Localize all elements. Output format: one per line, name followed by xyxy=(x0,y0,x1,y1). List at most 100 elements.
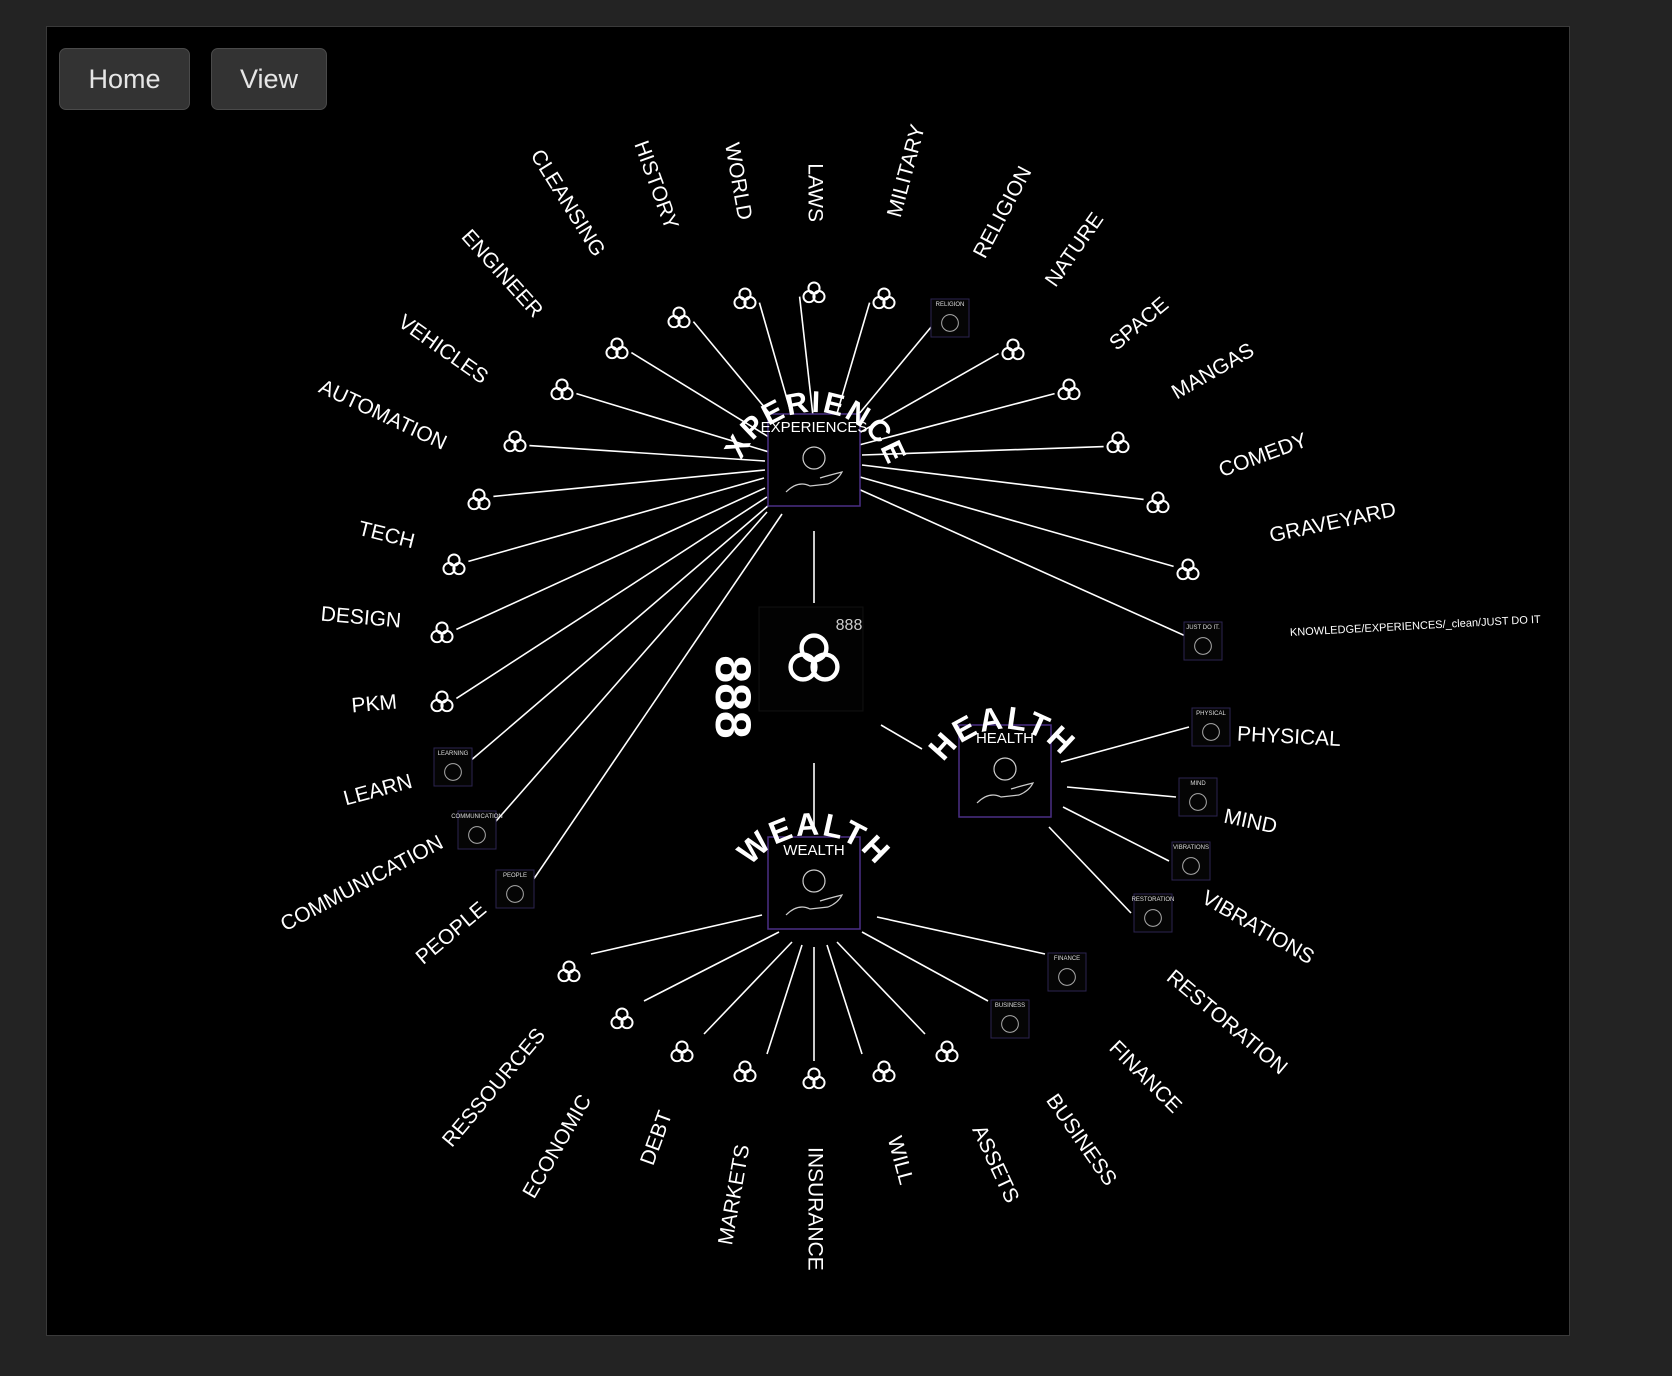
edge-experiences-laws xyxy=(798,296,815,426)
svg-text:RESTORATION: RESTORATION xyxy=(1132,897,1175,903)
edge-wealth-finance xyxy=(876,916,1046,955)
edge-experiences-comedy xyxy=(861,464,1144,501)
edge-experiences-people xyxy=(528,513,783,886)
svg-text:FINANCE: FINANCE xyxy=(1054,956,1080,962)
node-nature[interactable]: NATURE xyxy=(1041,208,1108,291)
node-graveyard[interactable]: GRAVEYARD xyxy=(1267,498,1398,547)
node-ressources[interactable]: RESSOURCES xyxy=(438,1024,550,1151)
triquetra-icon xyxy=(872,1060,896,1083)
thumb-business[interactable]: BUSINESS xyxy=(990,999,1030,1039)
edge-experiences-cleansing xyxy=(630,351,778,443)
hub-wealth-card[interactable]: WEALTH xyxy=(767,836,861,930)
view-button[interactable]: View xyxy=(211,48,327,110)
thumb-religion[interactable]: RELIGION xyxy=(930,298,970,338)
hub-health-card[interactable]: HEALTH xyxy=(958,724,1052,818)
node-people[interactable]: PEOPLE xyxy=(412,897,491,969)
node-will[interactable]: WILL xyxy=(883,1134,918,1187)
thumb-people[interactable]: PEOPLE xyxy=(495,869,535,909)
edge-health-physical xyxy=(1060,726,1190,763)
edge-experiences-learn xyxy=(466,504,770,765)
edge-experiences-nature xyxy=(851,352,999,438)
node-cleansing[interactable]: CLEANSING xyxy=(526,145,610,260)
svg-text:RELIGION: RELIGION xyxy=(936,302,965,308)
node-assets[interactable]: ASSETS xyxy=(967,1122,1023,1207)
edge-experiences-knowledge-experiences-clean-just-do-it xyxy=(855,487,1189,639)
node-pkm[interactable]: PKM xyxy=(351,691,398,718)
node-finance[interactable]: FINANCE xyxy=(1105,1036,1186,1117)
edge-experiences-communication xyxy=(490,511,768,827)
edge-wealth-economic xyxy=(643,931,780,1002)
triquetra-icon xyxy=(503,430,527,453)
node-space[interactable]: SPACE xyxy=(1105,293,1173,355)
node-military[interactable]: MILITARY xyxy=(883,122,930,220)
node-engineer[interactable]: ENGINEER xyxy=(457,225,547,322)
hand-icon xyxy=(785,446,844,493)
node-mangas[interactable]: MANGAS xyxy=(1168,339,1258,404)
node-communication[interactable]: COMMUNICATION xyxy=(277,831,447,936)
node-knowledge-experiences-clean-just-do-it[interactable]: KNOWLEDGE/EXPERIENCES/_clean/JUST DO IT xyxy=(1290,614,1542,639)
triquetra-icon xyxy=(670,1040,694,1063)
node-insurance[interactable]: INSURANCE xyxy=(803,1147,826,1271)
edge-health-vibrations xyxy=(1062,806,1170,862)
svg-text:PHYSICAL: PHYSICAL xyxy=(1196,711,1226,717)
triquetra-icon xyxy=(605,337,629,360)
triquetra-icon xyxy=(667,306,691,329)
node-automation[interactable]: AUTOMATION xyxy=(315,375,450,454)
home-button[interactable]: Home xyxy=(59,48,190,110)
edge-wealth-assets xyxy=(836,941,926,1035)
edge-experiences-pkm xyxy=(455,496,768,700)
edge-experiences-graveyard xyxy=(859,476,1174,568)
thumb-finance[interactable]: FINANCE xyxy=(1047,952,1087,992)
thumb-mind[interactable]: MIND xyxy=(1178,777,1218,817)
edge-health-mind xyxy=(1066,786,1177,798)
node-learn[interactable]: LEARN xyxy=(341,770,415,810)
thumb-communication[interactable]: COMMUNICATION xyxy=(451,810,503,850)
triquetra-icon xyxy=(935,1040,959,1063)
node-markets[interactable]: MARKETS xyxy=(714,1143,754,1247)
edge-experiences-military xyxy=(832,302,871,428)
node-world[interactable]: WORLD xyxy=(720,141,756,222)
edge-experiences-design xyxy=(456,487,766,631)
node-tech[interactable]: TECH xyxy=(356,517,417,553)
edge-center-health xyxy=(880,724,923,750)
triquetra-icon xyxy=(430,690,454,713)
edge-experiences-space xyxy=(858,392,1055,446)
node-history[interactable]: HISTORY xyxy=(629,138,682,233)
node-mind[interactable]: MIND xyxy=(1222,805,1279,839)
triquetra-icon xyxy=(733,287,757,310)
node-design[interactable]: DESIGN xyxy=(320,603,402,633)
node-restoration[interactable]: RESTORATION xyxy=(1162,965,1291,1079)
center-triquetra-icon xyxy=(788,633,840,682)
node-vibrations[interactable]: VIBRATIONS xyxy=(1198,886,1318,969)
center-tag: 888 xyxy=(836,617,863,634)
thumb-vibrations[interactable]: VIBRATIONS xyxy=(1171,841,1211,881)
node-laws[interactable]: LAWS xyxy=(803,163,826,222)
edge-wealth-business xyxy=(861,931,989,1002)
hand-icon xyxy=(976,757,1035,804)
triquetra-icon xyxy=(442,553,466,576)
node-physical[interactable]: PHYSICAL xyxy=(1236,723,1341,751)
triquetra-icon xyxy=(733,1060,757,1083)
edge-wealth-markets xyxy=(766,944,803,1055)
hub-experiences-card[interactable]: EXPERIENCES xyxy=(761,413,868,507)
thumb-learn[interactable]: LEARNING xyxy=(433,747,473,787)
node-comedy[interactable]: COMEDY xyxy=(1216,429,1310,482)
thumb-knowledge-experiences-clean-just-do-it[interactable]: JUST DO IT. xyxy=(1183,621,1223,661)
thumb-physical[interactable]: PHYSICAL xyxy=(1191,707,1231,747)
node-business[interactable]: BUSINESS xyxy=(1041,1090,1121,1190)
hand-icon xyxy=(785,869,844,916)
triquetra-icon xyxy=(430,621,454,644)
triquetra-icon xyxy=(550,378,574,401)
triquetra-icon xyxy=(1176,558,1200,581)
edge-experiences-mangas xyxy=(861,445,1104,456)
triquetra-icon xyxy=(610,1007,634,1030)
node-vehicles[interactable]: VEHICLES xyxy=(394,310,492,388)
thumb-restoration[interactable]: RESTORATION xyxy=(1132,893,1175,933)
mindmap-graph[interactable]: 888888PEOPLEPEOPLECOMMUNICATIONCOMMUNICA… xyxy=(47,27,1571,1337)
edge-health-restoration xyxy=(1048,826,1132,914)
node-debt[interactable]: DEBT xyxy=(636,1108,677,1169)
svg-text:PEOPLE: PEOPLE xyxy=(503,873,527,879)
node-economic[interactable]: ECONOMIC xyxy=(518,1091,596,1203)
node-religion[interactable]: RELIGION xyxy=(969,163,1036,262)
